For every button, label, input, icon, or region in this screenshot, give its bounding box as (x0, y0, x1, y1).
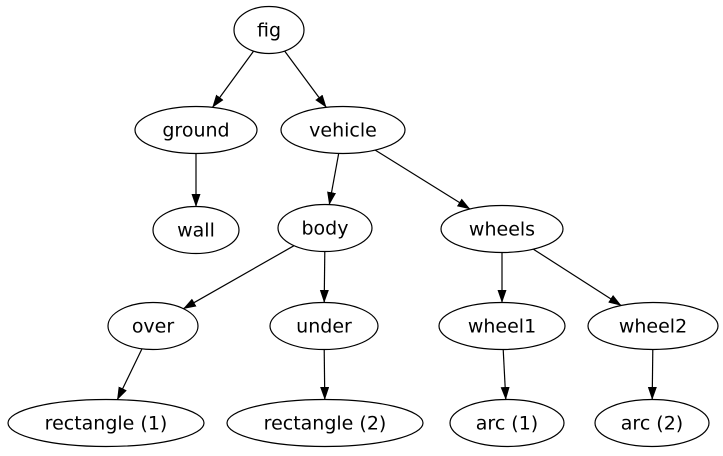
node-label-rect2: rectangle (2) (264, 413, 387, 435)
node-label-body: body (302, 218, 349, 240)
node-ellipse-fig (233, 5, 305, 55)
node-ellipse-body (277, 203, 373, 253)
node-rect1: rectangle (1) (7, 398, 205, 448)
edge-vehicle-to-body (327, 153, 340, 206)
node-ellipse-arc2 (594, 398, 710, 448)
edges-layer (116, 50, 657, 401)
node-ellipse-wheel2 (587, 301, 719, 351)
node-fig: fig (233, 5, 305, 55)
node-label-fig: fig (257, 20, 281, 42)
node-ellipse-vehicle (280, 105, 406, 155)
node-label-vehicle: vehicle (309, 120, 377, 142)
edge-over-to-rect1 (116, 348, 143, 401)
edge-body-to-over (182, 245, 295, 310)
node-wheels: wheels (440, 204, 564, 254)
node-ellipse-rect1 (7, 398, 205, 448)
node-ellipse-wall (152, 205, 240, 255)
node-label-arc1: arc (1) (476, 413, 538, 435)
edge-fig-to-vehicle (284, 50, 327, 108)
node-wheel1: wheel1 (438, 301, 566, 351)
node-vehicle: vehicle (280, 105, 406, 155)
node-arc1: arc (1) (449, 398, 565, 448)
node-arc2: arc (2) (594, 398, 710, 448)
node-under: under (269, 301, 379, 351)
node-ellipse-wheel1 (438, 301, 566, 351)
node-label-rect1: rectangle (1) (45, 413, 168, 435)
edge-wheels-to-wheel2 (533, 248, 622, 307)
node-label-under: under (296, 316, 352, 338)
node-ellipse-over (107, 301, 199, 351)
node-label-wall: wall (177, 220, 215, 242)
node-ellipse-wheels (440, 204, 564, 254)
node-ellipse-rect2 (226, 398, 424, 448)
node-ellipse-under (269, 301, 379, 351)
node-ellipse-arc1 (449, 398, 565, 448)
node-ellipse-ground (134, 105, 258, 155)
node-label-arc2: arc (2) (621, 413, 683, 435)
edge-wheel1-to-arc1 (500, 349, 510, 400)
node-wheel2: wheel2 (587, 301, 719, 351)
nodes-layer: fig ground vehicle wall body wheels over under w… (7, 5, 719, 448)
node-wall: wall (152, 205, 240, 255)
node-rect2: rectangle (2) (226, 398, 424, 448)
edge-body-to-under (319, 251, 329, 303)
node-label-over: over (132, 316, 175, 338)
node-body: body (277, 203, 373, 253)
node-label-ground: ground (162, 120, 229, 142)
edge-wheel2-to-arc2 (647, 349, 657, 400)
node-ground: ground (134, 105, 258, 155)
node-label-wheel2: wheel2 (619, 316, 687, 338)
edge-under-to-rect2 (320, 349, 330, 400)
node-label-wheels: wheels (469, 219, 535, 241)
edge-vehicle-to-wheels (374, 149, 471, 210)
edge-fig-to-ground (212, 50, 255, 108)
node-over: over (107, 301, 199, 351)
node-label-wheel1: wheel1 (468, 316, 536, 338)
